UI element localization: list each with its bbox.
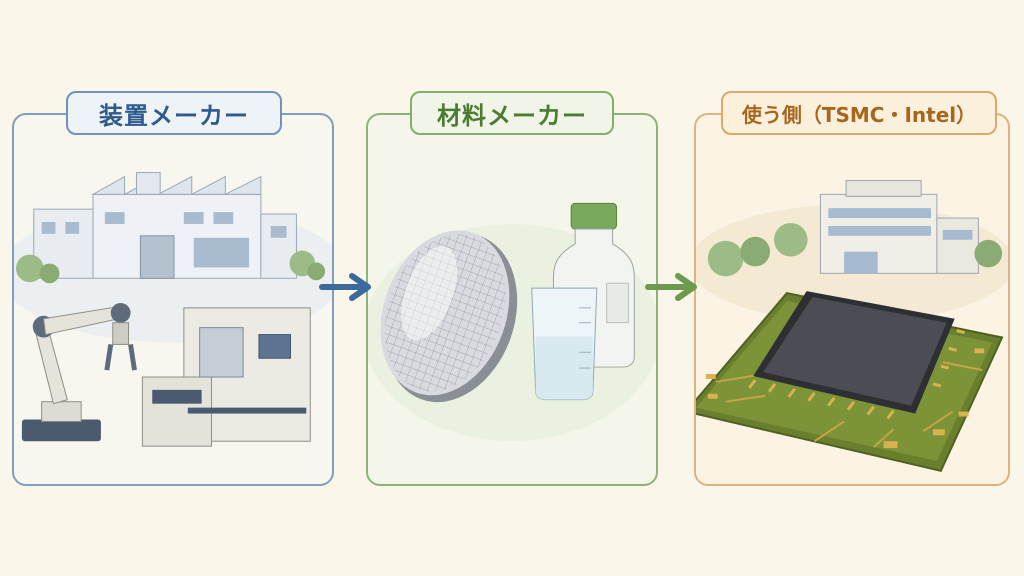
equipment-maker-label: 装置メーカー [66, 91, 282, 135]
arrow-right-icon [319, 273, 371, 301]
equipment-maker-panel [12, 113, 334, 486]
chip-user-label: 使う側（TSMC・Intel） [721, 91, 997, 135]
material-maker-panel [366, 113, 658, 486]
materials-illustration [368, 202, 656, 442]
chip-user-panel [694, 113, 1010, 486]
arrow-right-icon [645, 273, 697, 301]
chip-illustration [696, 180, 1008, 472]
material-maker-label: 材料メーカー [410, 91, 614, 135]
factory-illustration [14, 172, 332, 447]
